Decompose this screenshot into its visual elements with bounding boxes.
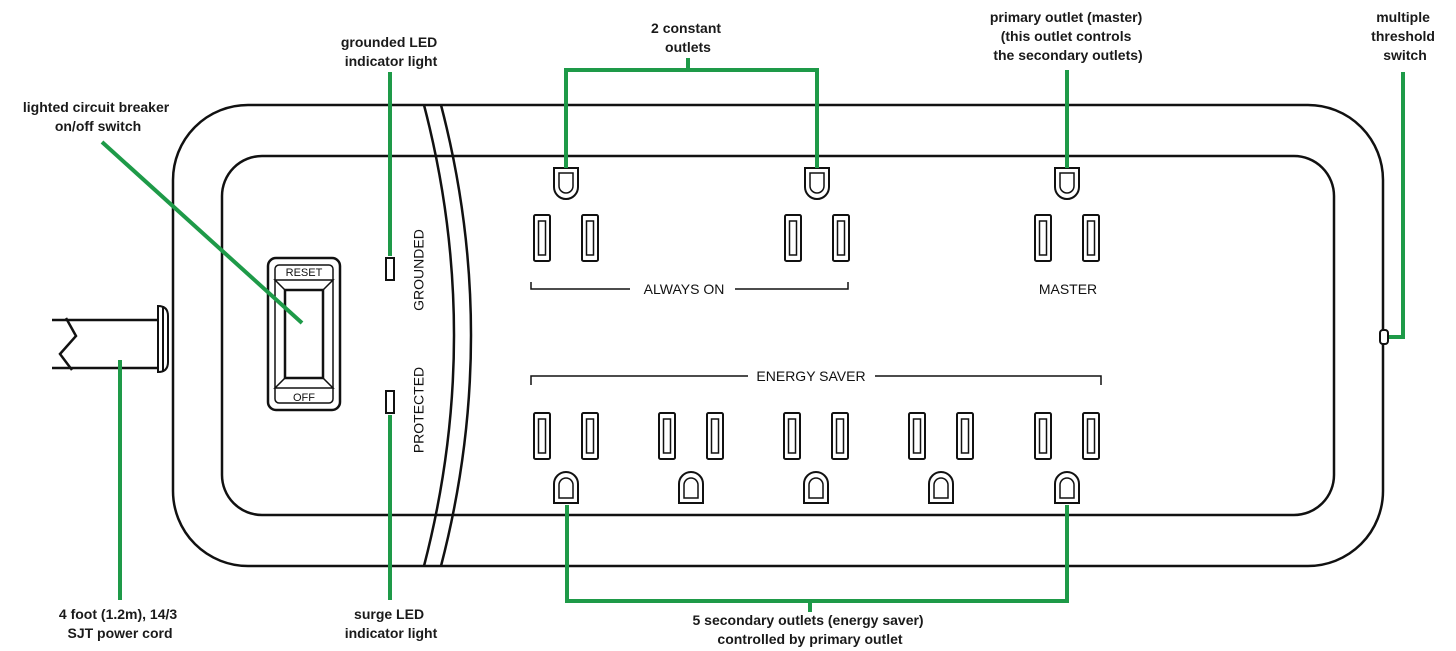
protected-label: PROTECTED bbox=[411, 367, 427, 453]
curved-stripe bbox=[422, 104, 473, 567]
power-cord-callout: 4 foot (1.2m), 14/3 SJT power cord bbox=[59, 606, 181, 641]
off-label: OFF bbox=[293, 392, 315, 404]
constant-callout: 2 constant outlets bbox=[651, 20, 725, 55]
grounded-led bbox=[385, 257, 395, 281]
grounded-label: GROUNDED bbox=[411, 229, 427, 311]
energy-saver-bracket: ENERGY SAVER bbox=[530, 368, 1102, 385]
leader-lines bbox=[100, 58, 1405, 612]
reset-label: RESET bbox=[286, 267, 323, 279]
surge-led bbox=[385, 390, 395, 414]
secondary-callout: 5 secondary outlets (energy saver) contr… bbox=[693, 612, 928, 647]
threshold-switch[interactable] bbox=[1379, 329, 1389, 345]
always-on-label: ALWAYS ON bbox=[644, 281, 725, 297]
primary-callout: primary outlet (master) (this outlet con… bbox=[990, 9, 1146, 63]
threshold-callout: multiple threshold switch bbox=[1371, 9, 1439, 63]
threshold-leader bbox=[1389, 72, 1405, 339]
breaker-leader bbox=[100, 140, 304, 325]
secondary-leader bbox=[565, 505, 1069, 603]
surge-led-callout: surge LED indicator light bbox=[345, 606, 438, 641]
power-cord bbox=[52, 304, 169, 374]
outlet-panel bbox=[220, 154, 1336, 517]
grounded-led-callout: grounded LED indicator light bbox=[341, 34, 441, 69]
master-label: MASTER bbox=[1039, 281, 1097, 297]
circuit-breaker-switch[interactable]: RESET OFF bbox=[266, 256, 342, 412]
always-on-bracket: ALWAYS ON bbox=[530, 281, 849, 297]
constant-leader bbox=[564, 68, 819, 168]
energy-saver-label: ENERGY SAVER bbox=[756, 368, 865, 384]
breaker-callout: lighted circuit breaker on/off switch bbox=[23, 99, 173, 134]
